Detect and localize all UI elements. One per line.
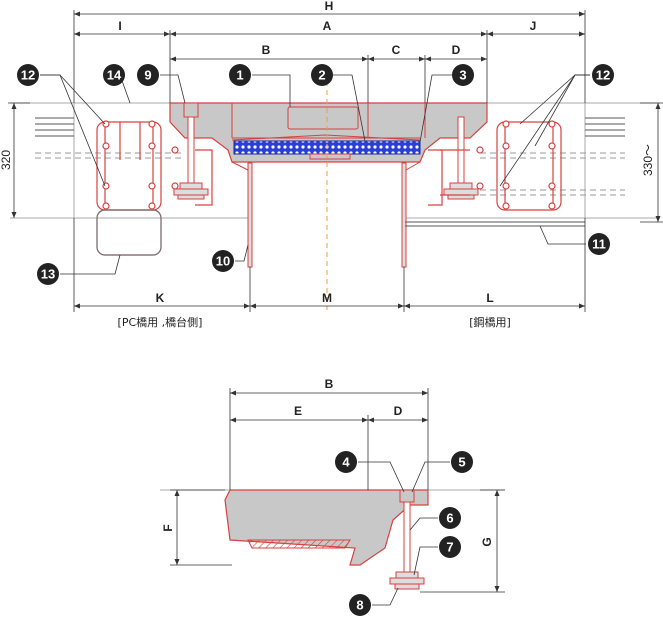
callout-9: 9 [137,64,159,86]
dim-label-M: M [322,291,332,305]
callout-4: 4 [335,451,357,473]
deck-outline-right [405,102,660,219]
dim-label-height-right: 330～ [641,144,655,176]
callout-8: 8 [349,594,371,616]
leader-lines-bottom [358,461,450,606]
svg-text:9: 9 [144,68,151,83]
dim-label-C: C [392,43,401,57]
callout-10: 10 [212,250,234,272]
dimension-arrows-top [11,11,661,309]
detail-dim-label-E: E [294,404,302,418]
dim-label-height-left: 320 [0,150,13,170]
svg-text:5: 5 [458,455,465,470]
dimension-lines-bottom [170,388,505,593]
svg-text:1: 1 [236,68,243,83]
detail-dim-label-G: G [480,537,494,546]
callout-14: 14 [103,64,125,86]
callout-1: 1 [229,64,251,86]
svg-text:8: 8 [356,598,363,613]
svg-text:10: 10 [216,254,230,269]
callout-12-left: 12 [17,64,39,86]
rebar-cage-right [428,120,562,211]
deck-outline-left [10,102,250,219]
callout-2: 2 [311,64,333,86]
dim-label-L: L [486,291,493,305]
dimension-lines-top [8,10,663,312]
dim-label-J: J [530,19,537,33]
dimension-arrows-bottom [174,390,500,592]
dim-label-I: I [118,19,121,33]
detail-joint-body [224,489,429,566]
svg-text:14: 14 [107,68,122,83]
svg-text:12: 12 [21,68,35,83]
svg-text:3: 3 [459,68,466,83]
svg-text:2: 2 [318,68,325,83]
steel-girder-plate [405,221,585,227]
caption-right: [鋼橋用] [469,315,511,329]
caption-left: [PC橋用 ,橋台側] [118,315,203,329]
svg-text:12: 12 [596,68,610,83]
rebar-cage-left [96,120,213,256]
dim-label-K: K [156,291,165,305]
detail-anchor-bolt [389,489,425,590]
svg-text:7: 7 [446,540,453,555]
detail-dim-label-D: D [394,404,403,418]
dim-label-D: D [452,43,461,57]
detail-dim-label-B: B [325,377,334,391]
svg-text:11: 11 [592,237,606,252]
callout-7: 7 [439,536,461,558]
svg-text:4: 4 [342,455,350,470]
vertical-plate-right [401,161,421,268]
anchor-bolt-left [173,102,209,200]
vertical-plate-left [231,161,253,268]
callout-3: 3 [452,64,474,86]
svg-text:13: 13 [41,267,55,282]
dim-label-B: B [262,43,271,57]
callout-12-right: 12 [592,64,614,86]
detail-dim-label-F: F [161,524,175,531]
dim-label-A: A [323,19,332,33]
callout-6: 6 [439,507,461,529]
seal-keeper [309,153,351,160]
callout-13: 13 [37,263,59,285]
anchor-hook-rebar [96,209,162,256]
callout-5: 5 [451,451,473,473]
callout-11: 11 [588,233,610,255]
dim-label-H: H [325,0,334,13]
svg-text:6: 6 [446,511,453,526]
